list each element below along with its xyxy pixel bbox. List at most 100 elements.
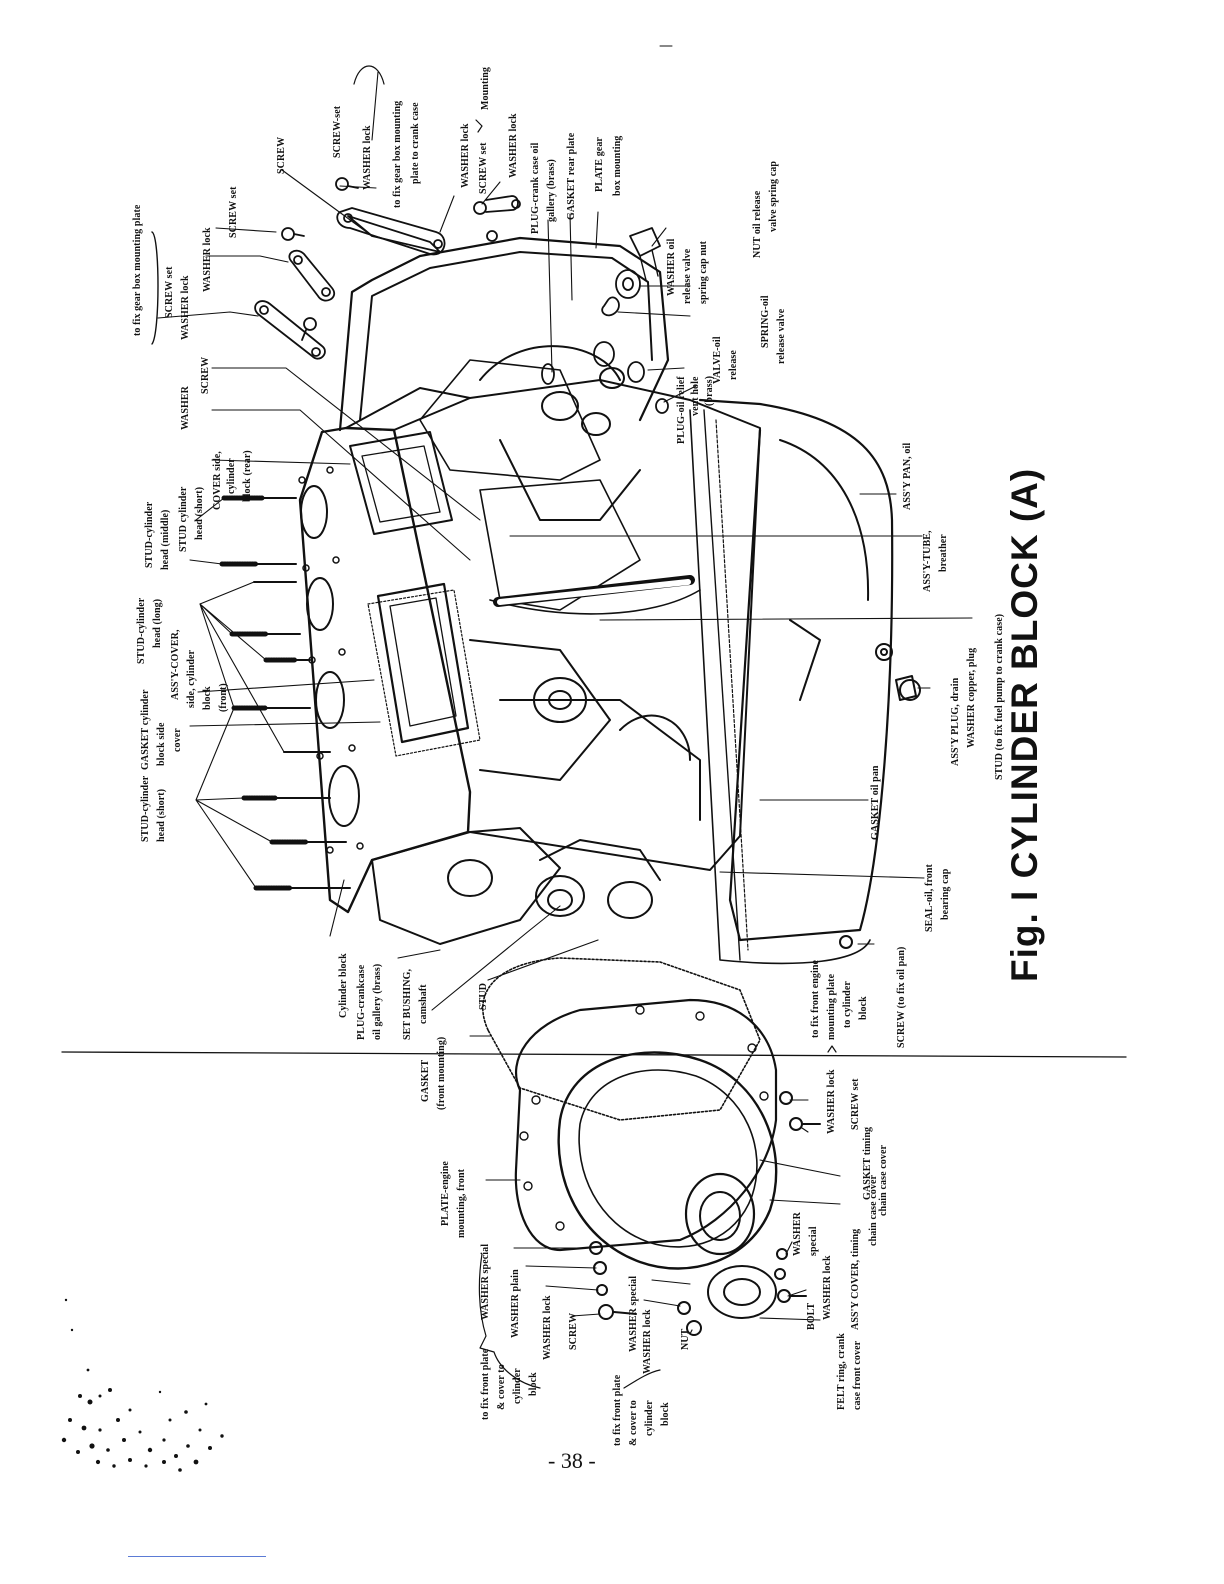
label-fix-gear-box-1: to fix gear box mounting — [392, 100, 403, 208]
gear-box-mounting-plates — [254, 177, 521, 360]
label-washer-plain: WASHER plain — [510, 1269, 521, 1338]
label-washer-copper: WASHER copper, plug — [966, 647, 977, 748]
label-felt-ring-2: case front cover — [852, 1340, 863, 1410]
label-plate-engine-2: mounting, front — [456, 1168, 467, 1238]
label-screw-set-a: SCREW set — [228, 186, 239, 238]
label-assy-cover-timing-2: chain case cover — [868, 1174, 879, 1246]
label-stud-short-2: head (short) — [156, 788, 167, 842]
label-screw-set-c: SCREW set — [850, 1078, 861, 1130]
label-assy-tube-1: ASS'Y-TUBE, — [922, 530, 933, 592]
label-assy-cover-3: block — [202, 686, 213, 710]
label-plug-relief-1: PLUG-oil relief — [676, 376, 687, 444]
label-washer-lock-left: WASHER lock — [180, 275, 191, 340]
label-assy-cover-1: ASS'Y-COVER, — [170, 629, 181, 700]
label-washer-lock-b: WASHER lock — [460, 123, 471, 188]
label-nut-oil-1: NUT oil release — [752, 190, 763, 258]
label-plug-relief-3: (brass) — [704, 375, 715, 406]
label-mounting-note: to fix gear box mounting plate — [132, 204, 143, 336]
label-washer-a: WASHER — [180, 386, 191, 430]
label-washer-oil-2: release valve — [682, 248, 693, 304]
label-stud-middle-1: STUD-cylinder — [144, 501, 155, 568]
label-set-bushing-1: SET BUSHING, — [402, 968, 413, 1040]
label-plug-crankcase-1: PLUG-crankcase — [356, 964, 367, 1040]
label-cover-side-rear-3: block (rear) — [242, 450, 253, 502]
oil-release-valve-parts — [541, 227, 669, 414]
label-stud-middle-2: head (middle) — [160, 509, 171, 570]
label-screw-oil-pan: SCREW (to fix oil pan) — [896, 946, 907, 1048]
label-fix-front-engine-2: mounting plate — [826, 973, 837, 1040]
label-stud-head-short-1: STUD cylinder — [178, 486, 189, 552]
label-gasket-oil-pan: GASKET oil pan — [870, 765, 881, 840]
label-washer-special-c1: WASHER — [792, 1212, 803, 1256]
label-fix-front-plate-b4: block — [660, 1402, 671, 1426]
label-fix-front-engine-1: to fix front engine — [810, 959, 821, 1038]
label-assy-tube-2: breather — [938, 534, 949, 572]
label-mounting-word: Mounting — [480, 66, 491, 110]
label-washer-oil-1: WASHER oil — [666, 238, 677, 296]
label-washer-special-a: WASHER special — [480, 1243, 491, 1320]
label-plug-crankcase-2: oil gallery (brass) — [372, 963, 383, 1040]
label-screw-top: SCREW — [276, 136, 287, 174]
oil-pan — [689, 398, 921, 965]
page-number: - 38 - — [548, 1448, 596, 1473]
label-stud-long-1: STUD-cylinder — [136, 597, 147, 664]
front-mounting-plate-and-timing-cover — [482, 935, 853, 1336]
label-fix-front-plate-1: to fix front plate — [480, 1348, 491, 1420]
label-fix-front-engine-4: block — [858, 996, 869, 1020]
label-bolt: BOLT — [806, 1302, 817, 1330]
cylinder-block — [298, 236, 761, 945]
footnote-rule — [128, 1556, 266, 1557]
figure-title: Fig. I CYLINDER BLOCK (A) — [1004, 467, 1045, 982]
label-fix-front-plate-2: & cover to — [496, 1364, 507, 1410]
label-assy-cover-2: side, cylinder — [186, 649, 197, 708]
label-washer-lock-e: WASHER lock — [542, 1295, 553, 1360]
label-gasket-side-1: GASKET cylinder — [140, 689, 151, 771]
label-fix-front-plate-b2: & cover to — [628, 1400, 639, 1446]
label-nut-a: NUT — [680, 1328, 691, 1350]
label-fix-front-plate-3: cylinder — [512, 1368, 523, 1404]
cylinder-head-studs — [219, 495, 351, 891]
label-screw-b: SCREW — [200, 356, 211, 394]
label-screw-set-top: SCREW-set — [332, 105, 343, 158]
label-plate-gear-2: box mounting — [612, 135, 623, 196]
label-cylinder-block: Cylinder block — [338, 953, 349, 1018]
label-gasket-side-3: cover — [172, 728, 183, 752]
label-plate-gear-1: PLATE gear — [594, 137, 605, 192]
label-screw-set-left: SCREW set — [164, 266, 175, 318]
label-assy-plug-drain: ASS'Y PLUG, drain — [950, 677, 961, 766]
label-stud-short-1: STUD-cylinder — [140, 775, 151, 842]
label-washer-special-b: WASHER special — [628, 1275, 639, 1352]
label-washer-lock-a: WASHER lock — [202, 227, 213, 292]
leader-lines — [151, 65, 973, 1389]
label-valve-oil-2: release — [728, 350, 739, 380]
label-screw-set-b: SCREW set — [478, 142, 489, 194]
page-divider-line — [61, 1051, 1127, 1058]
label-spring-oil-1: SPRING-oil — [760, 295, 771, 348]
paper-speckle-mark — [61, 1298, 224, 1472]
label-washer-lock-d: WASHER lock — [826, 1069, 837, 1134]
label-spring-oil-2: release valve — [776, 308, 787, 364]
label-nut-oil-2: valve spring cap — [768, 160, 779, 232]
label-seal-front-1: SEAL-oil, front — [924, 864, 935, 932]
label-fix-front-plate-4: block — [528, 1372, 539, 1396]
label-fix-front-plate-b3: cylinder — [644, 1400, 655, 1436]
label-assy-pan: ASS'Y PAN, oil — [902, 442, 913, 510]
label-seal-front-2: bearing cap — [940, 868, 951, 920]
label-fix-front-engine-3: to cylinder — [842, 981, 853, 1028]
label-gasket-rear: GASKET rear plate — [566, 132, 577, 220]
label-stud-long-2: head (long) — [152, 598, 163, 648]
label-plug-relief-2: vent hole — [690, 376, 701, 416]
label-washer-lock-c: WASHER lock — [508, 113, 519, 178]
label-plug-crank-2: gallery (brass) — [546, 159, 557, 222]
label-gasket-side-2: block side — [156, 722, 167, 766]
label-washer-special-c2: special — [808, 1226, 819, 1256]
label-fix-front-plate-b1: to fix front plate — [612, 1374, 623, 1446]
label-washer-oil-3: spring cap nut — [698, 240, 709, 304]
label-screw-c: SCREW — [568, 1312, 579, 1350]
label-washer-lock-f: WASHER lock — [642, 1309, 653, 1374]
label-assy-cover-timing-1: ASS'Y COVER, timing — [850, 1228, 861, 1330]
label-assy-cover-4: (front) — [218, 683, 229, 712]
label-plug-crank-1: PLUG-crank case oil — [530, 142, 541, 234]
